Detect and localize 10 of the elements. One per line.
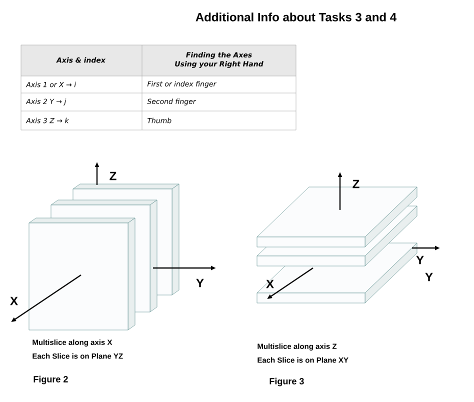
title: Additional Info about Tasks 3 and 4 xyxy=(196,12,396,22)
axis-label: X xyxy=(266,280,274,288)
figure-label: Figure 3 xyxy=(270,378,304,386)
axis-label: Y xyxy=(425,272,433,282)
figure-label: Figure 2 xyxy=(34,376,68,384)
axis-label: Y xyxy=(416,256,424,264)
axis-label: Y xyxy=(196,278,204,288)
axis-label: X xyxy=(10,296,18,306)
axis-label: Z xyxy=(352,180,360,188)
axis-label: Z xyxy=(110,172,116,180)
